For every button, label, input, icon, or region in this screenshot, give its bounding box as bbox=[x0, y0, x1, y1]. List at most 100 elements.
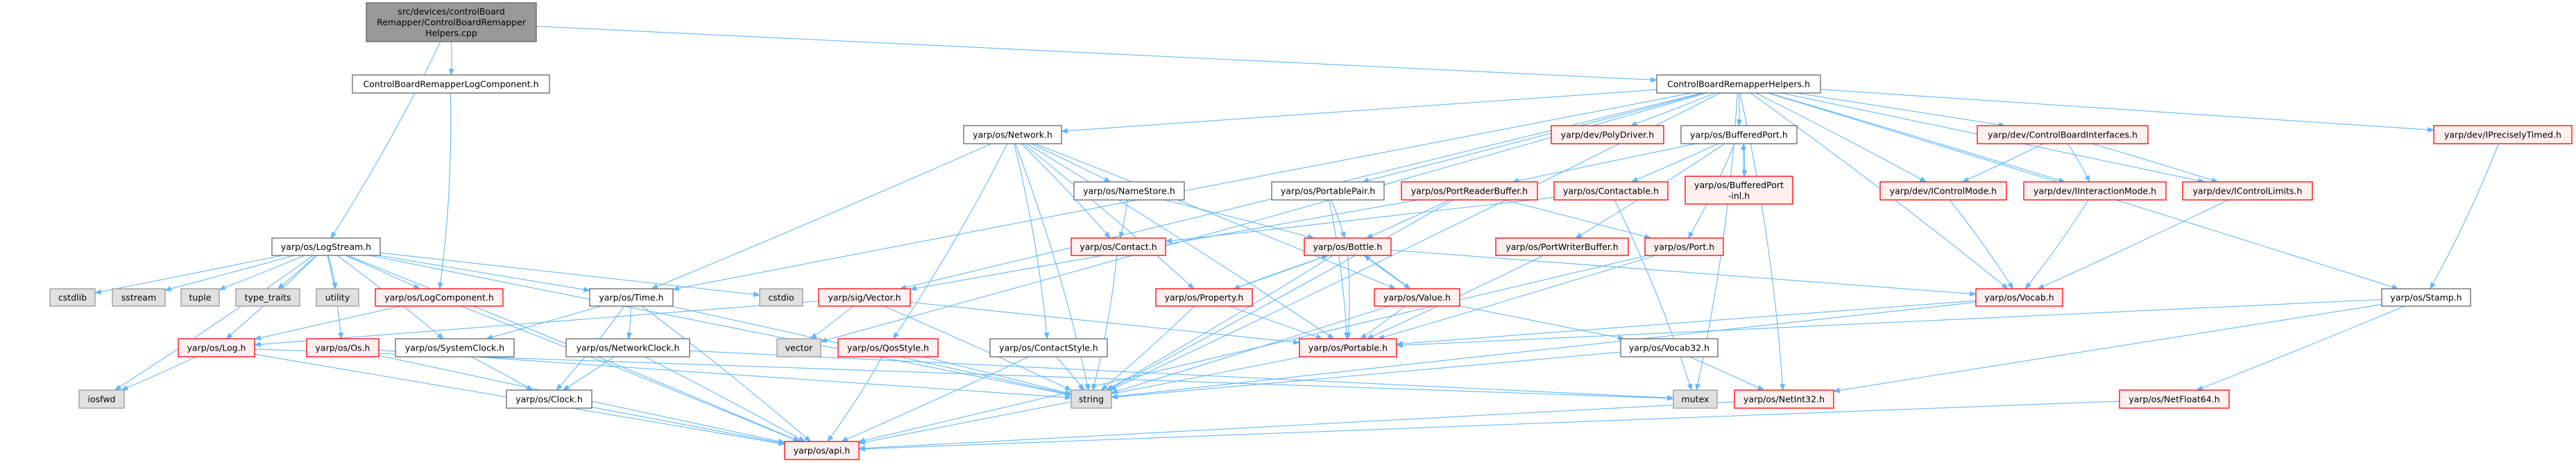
edge-portablepair-to-portable bbox=[1329, 199, 1349, 339]
node-time[interactable]: yarp/os/Time.h bbox=[589, 288, 674, 307]
node-box bbox=[1271, 181, 1385, 201]
node-tuple: tuple bbox=[180, 288, 220, 307]
node-sigvector[interactable]: yarp/sig/Vector.h bbox=[818, 288, 911, 307]
node-icontrollimits[interactable]: yarp/dev/IControlLimits.h bbox=[2182, 181, 2313, 201]
node-label: yarp/os/Os.h bbox=[316, 343, 370, 353]
node-label: yarp/os/Stamp.h bbox=[2390, 292, 2462, 303]
edge-bufferedport-to-contactable bbox=[1630, 143, 1719, 183]
node-box bbox=[1656, 74, 1821, 94]
node-logcomponent[interactable]: yarp/os/LogComponent.h bbox=[375, 288, 504, 307]
edge-sigvector-to-log bbox=[254, 301, 819, 347]
node-box bbox=[2381, 288, 2471, 307]
node-netint32[interactable]: yarp/os/NetInt32.h bbox=[1734, 389, 1834, 409]
edge-contactstyle-to-api bbox=[841, 356, 1030, 442]
node-box bbox=[1620, 338, 1718, 357]
edge-contactable-to-contact bbox=[1165, 196, 1555, 244]
node-api[interactable]: yarp/os/api.h bbox=[784, 441, 860, 460]
edge-networkclock-to-mutex bbox=[689, 350, 1674, 401]
edge-portreaderbuffer-to-bottle bbox=[1365, 199, 1450, 239]
node-systemclock[interactable]: yarp/os/SystemClock.h bbox=[395, 338, 515, 357]
node-box bbox=[1304, 237, 1392, 256]
node-cstdlib: cstdlib bbox=[49, 288, 96, 307]
node-vector: vector bbox=[776, 338, 821, 357]
node-stamp[interactable]: yarp/os/Stamp.h bbox=[2381, 288, 2471, 307]
node-vocab[interactable]: yarp/os/Vocab.h bbox=[1975, 288, 2063, 307]
node-bpinl[interactable]: yarp/os/BufferedPort-inl.h bbox=[1684, 176, 1793, 205]
node-networkclock[interactable]: yarp/os/NetworkClock.h bbox=[565, 338, 690, 357]
edge-logstream-to-iosfwd bbox=[114, 255, 314, 391]
node-label: Helpers.cpp bbox=[425, 28, 477, 38]
edge-cbi-to-iinteraction bbox=[2067, 143, 2090, 183]
node-icontrolmode[interactable]: yarp/dev/IControlMode.h bbox=[1879, 181, 2007, 201]
node-label: sstream bbox=[121, 292, 156, 303]
node-contactable[interactable]: yarp/os/Contactable.h bbox=[1553, 181, 1669, 201]
node-portreaderbuffer[interactable]: yarp/os/PortReaderBuffer.h bbox=[1401, 181, 1538, 201]
edge-logcomponent-to-log bbox=[254, 305, 401, 341]
edge-helpers-to-cbi bbox=[1796, 92, 2006, 128]
node-label: yarp/os/SystemClock.h bbox=[405, 343, 504, 353]
node-box bbox=[1551, 125, 1664, 144]
edge-icontrolmode-to-vocab bbox=[1949, 199, 2014, 289]
edge-value-to-bottle bbox=[1363, 255, 1410, 289]
node-bufferedport[interactable]: yarp/os/BufferedPort.h bbox=[1680, 125, 1798, 144]
node-box bbox=[395, 338, 515, 357]
node-value[interactable]: yarp/os/Value.h bbox=[1374, 288, 1460, 307]
node-label: yarp/os/QosStyle.h bbox=[847, 343, 929, 353]
node-box bbox=[235, 288, 300, 307]
edge-networkclock-to-api bbox=[645, 356, 805, 442]
node-box bbox=[1879, 181, 2007, 201]
node-box bbox=[1684, 176, 1793, 205]
edge-network-to-qosstyle bbox=[893, 143, 1008, 339]
node-label: vector bbox=[785, 343, 814, 353]
node-label: yarp/os/Value.h bbox=[1383, 292, 1451, 303]
node-utility: utility bbox=[316, 288, 359, 307]
node-namestore[interactable]: yarp/os/NameStore.h bbox=[1073, 181, 1185, 201]
edge-portreaderbuffer-to-sigvector bbox=[910, 199, 1419, 292]
node-label: yarp/os/PortReaderBuffer.h bbox=[1411, 186, 1528, 196]
node-portwriterbuffer[interactable]: yarp/os/PortWriterBuffer.h bbox=[1495, 237, 1629, 256]
node-main[interactable]: src/devices/controlBoardRemapper/Control… bbox=[366, 2, 537, 42]
node-mutex: mutex bbox=[1673, 389, 1718, 409]
node-network[interactable]: yarp/os/Network.h bbox=[963, 125, 1062, 144]
edge-port-to-api bbox=[858, 255, 1648, 444]
node-contact[interactable]: yarp/os/Contact.h bbox=[1071, 237, 1166, 256]
node-port[interactable]: yarp/os/Port.h bbox=[1644, 237, 1724, 256]
edge-stamp-to-netfloat64 bbox=[2196, 305, 2405, 391]
node-box bbox=[1299, 338, 1397, 357]
node-log[interactable]: yarp/os/Log.h bbox=[178, 338, 255, 357]
node-helpers[interactable]: ControlBoardRemapperHelpers.h bbox=[1656, 74, 1821, 94]
node-portable[interactable]: yarp/os/Portable.h bbox=[1299, 338, 1397, 357]
node-iprecisely[interactable]: yarp/dev/IPreciselyTimed.h bbox=[2433, 125, 2573, 144]
edge-systemclock-to-clock bbox=[471, 356, 534, 391]
node-portablepair[interactable]: yarp/os/PortablePair.h bbox=[1271, 181, 1385, 201]
node-logstream[interactable]: yarp/os/LogStream.h bbox=[271, 237, 381, 256]
node-os[interactable]: yarp/os/Os.h bbox=[306, 338, 379, 357]
node-property[interactable]: yarp/os/Property.h bbox=[1155, 288, 1253, 307]
node-box bbox=[837, 338, 939, 357]
node-box bbox=[78, 389, 125, 409]
edge-stamp-to-portable bbox=[1396, 298, 2382, 348]
node-iinteraction[interactable]: yarp/dev/IInteractionMode.h bbox=[2023, 181, 2167, 201]
node-vocab32[interactable]: yarp/os/Vocab32.h bbox=[1620, 338, 1718, 357]
edge-qosstyle-to-string bbox=[923, 356, 1072, 396]
node-cbi[interactable]: yarp/dev/ControlBoardInterfaces.h bbox=[1977, 125, 2149, 144]
node-box bbox=[589, 288, 674, 307]
node-polydriver[interactable]: yarp/dev/PolyDriver.h bbox=[1551, 125, 1664, 144]
edge-sigvector-to-vector bbox=[810, 305, 854, 339]
edge-network-to-time bbox=[651, 143, 992, 289]
node-bottle[interactable]: yarp/os/Bottle.h bbox=[1304, 237, 1392, 256]
edge-cbi-to-icontrollimits bbox=[2092, 143, 2219, 183]
node-contactstyle[interactable]: yarp/os/ContactStyle.h bbox=[989, 338, 1108, 357]
node-label: type_traits bbox=[245, 292, 291, 303]
node-label: yarp/os/Network.h bbox=[973, 130, 1052, 140]
node-cbrlog[interactable]: ControlBoardRemapperLogComponent.h bbox=[352, 74, 550, 94]
edge-port-to-portable bbox=[1377, 255, 1656, 340]
node-netfloat64[interactable]: yarp/os/NetFloat64.h bbox=[2119, 389, 2230, 409]
edge-logstream-to-time bbox=[378, 255, 590, 292]
node-cstdio: cstdio bbox=[759, 288, 803, 307]
edge-network-to-contactstyle bbox=[1014, 143, 1050, 339]
node-label: yarp/dev/ControlBoardInterfaces.h bbox=[1988, 130, 2138, 140]
node-label: yarp/os/ContactStyle.h bbox=[999, 343, 1098, 353]
node-clock[interactable]: yarp/os/Clock.h bbox=[506, 389, 592, 409]
node-qosstyle[interactable]: yarp/os/QosStyle.h bbox=[837, 338, 939, 357]
